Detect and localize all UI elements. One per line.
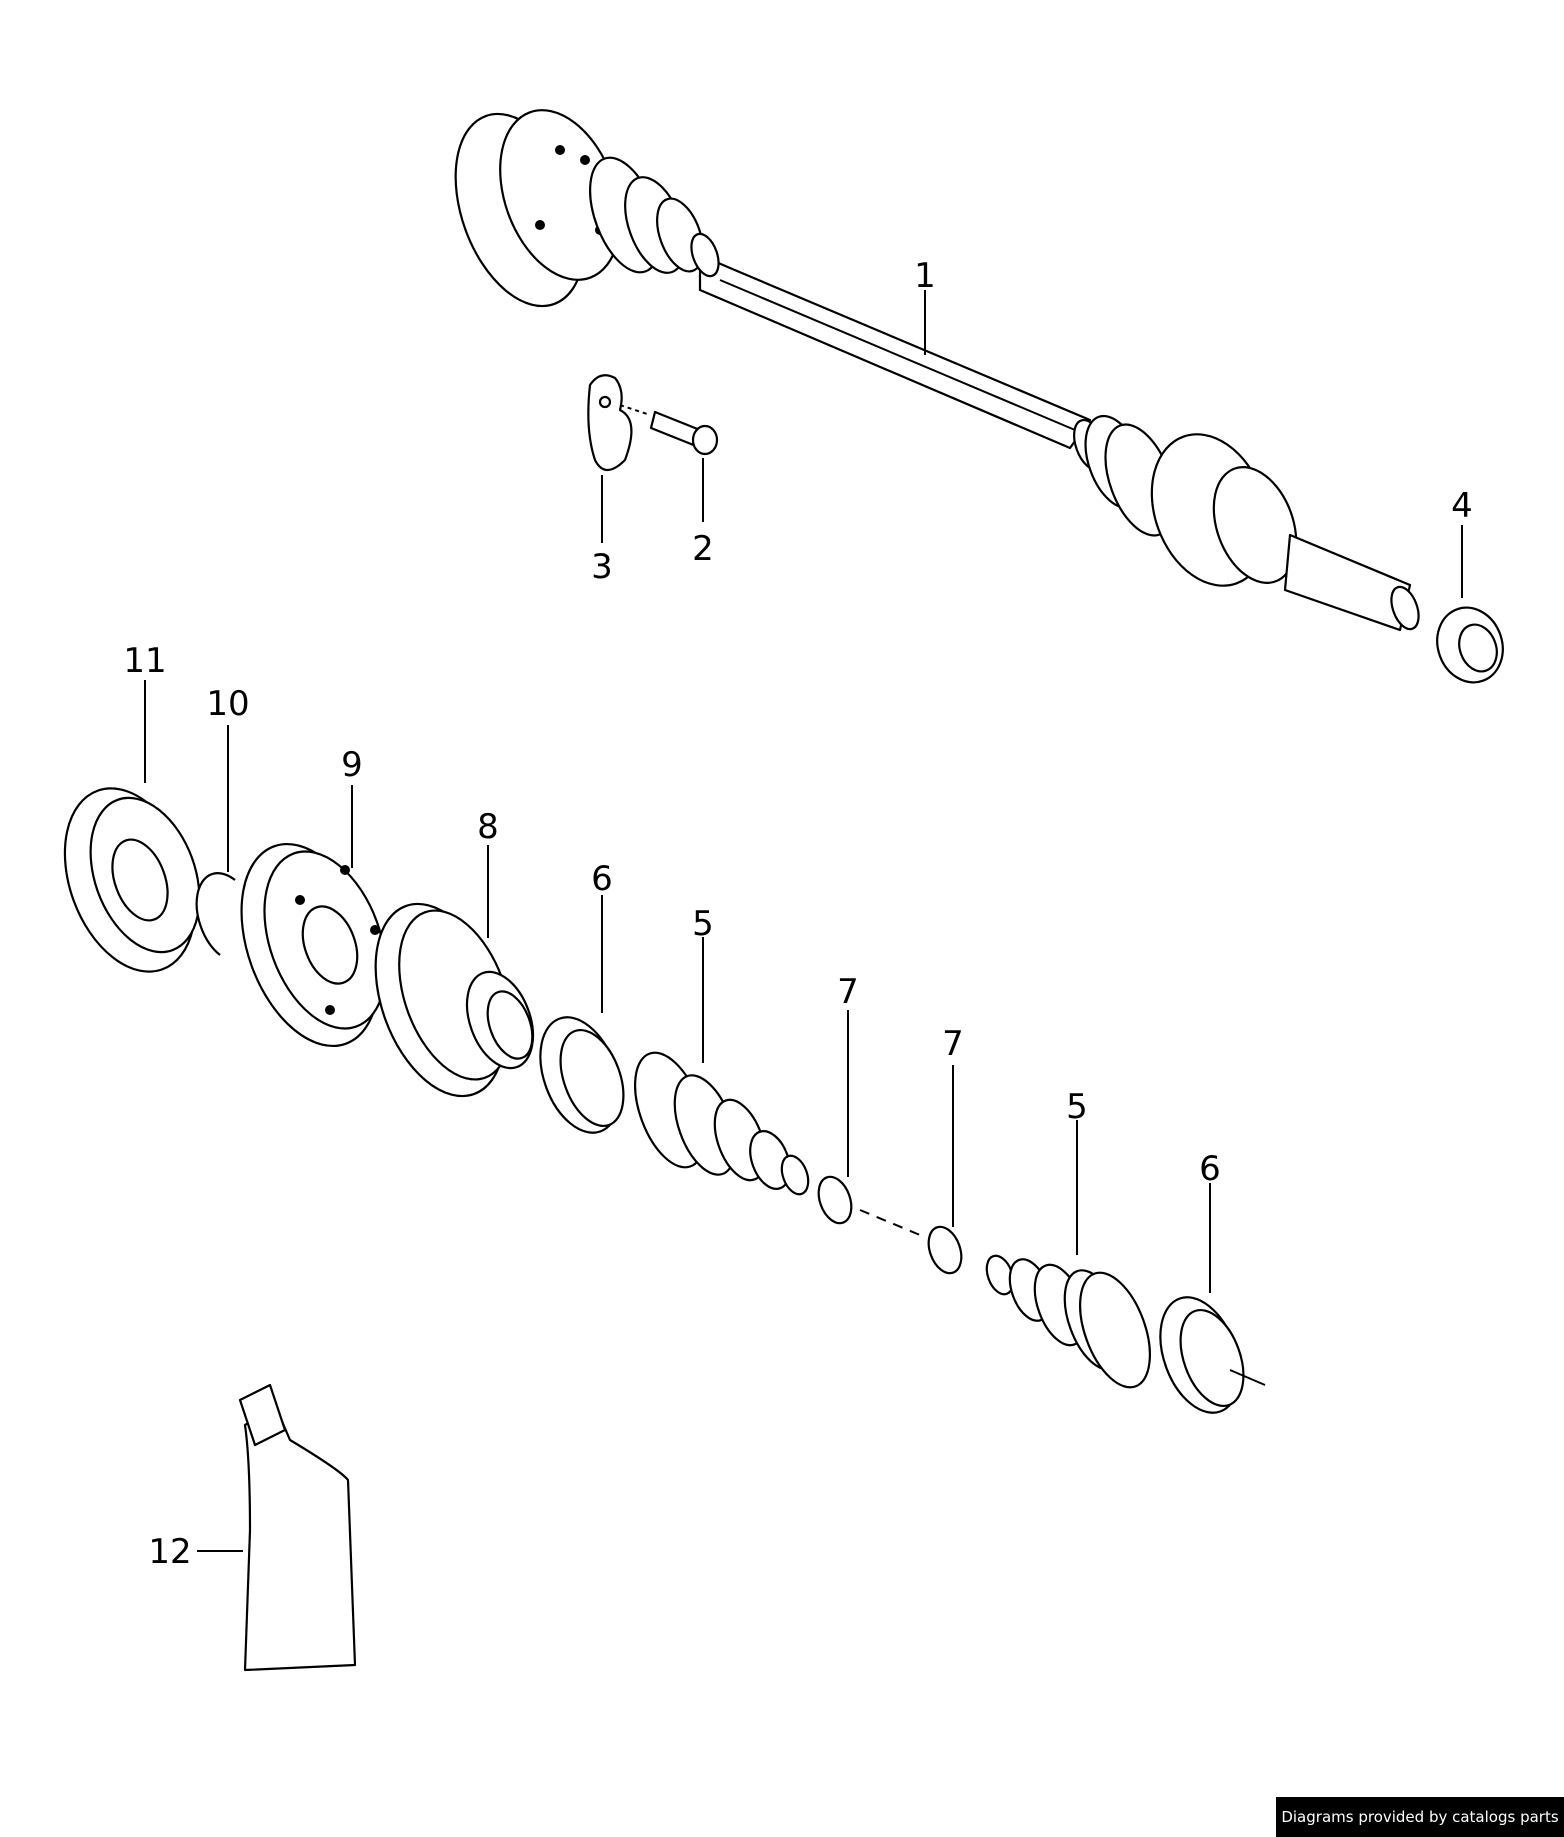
callout-2: 2 (692, 529, 714, 569)
callout-1: 1 (914, 256, 936, 296)
callout-9: 9 (341, 745, 363, 785)
axis-line (1229, 1369, 1266, 1386)
constant-velocity-joint[interactable] (216, 825, 408, 1065)
protective-boot-right[interactable] (982, 1252, 1164, 1397)
diagram-credit-banner: Diagrams provided by catalogs parts (1276, 1797, 1564, 1837)
callout-7b: 7 (942, 1024, 964, 1064)
boot-clamp-large-left[interactable] (526, 1006, 636, 1143)
callout-4: 4 (1451, 486, 1473, 526)
axis-line (859, 1209, 921, 1236)
boot-clamp-small-left[interactable] (813, 1172, 858, 1227)
callout-8: 8 (477, 807, 499, 847)
callout-11: 11 (123, 641, 166, 681)
grease-tube[interactable] (238, 1383, 357, 1672)
callout-7a: 7 (837, 972, 859, 1012)
joint-housing[interactable] (351, 886, 545, 1114)
circlip[interactable] (195, 872, 236, 956)
bolt[interactable] (649, 410, 719, 456)
callout-3: 3 (591, 547, 613, 587)
collar-nut[interactable] (1427, 598, 1513, 691)
lock-plate[interactable] (587, 374, 651, 472)
boot-clamp-large-right[interactable] (1146, 1286, 1256, 1423)
callout-5a: 5 (692, 904, 714, 944)
protective-boot-left[interactable] (621, 1043, 813, 1198)
drive-shaft-assembly[interactable] (431, 93, 1424, 632)
callout-6b: 6 (1199, 1149, 1221, 1189)
cover[interactable] (41, 770, 219, 990)
callout-5b: 5 (1066, 1087, 1088, 1127)
callout-12: 12 (148, 1532, 191, 1572)
leader-lines (144, 290, 1463, 1552)
boot-clamp-small-right[interactable] (923, 1222, 968, 1277)
callout-10: 10 (206, 684, 249, 724)
callout-6a: 6 (591, 859, 613, 899)
